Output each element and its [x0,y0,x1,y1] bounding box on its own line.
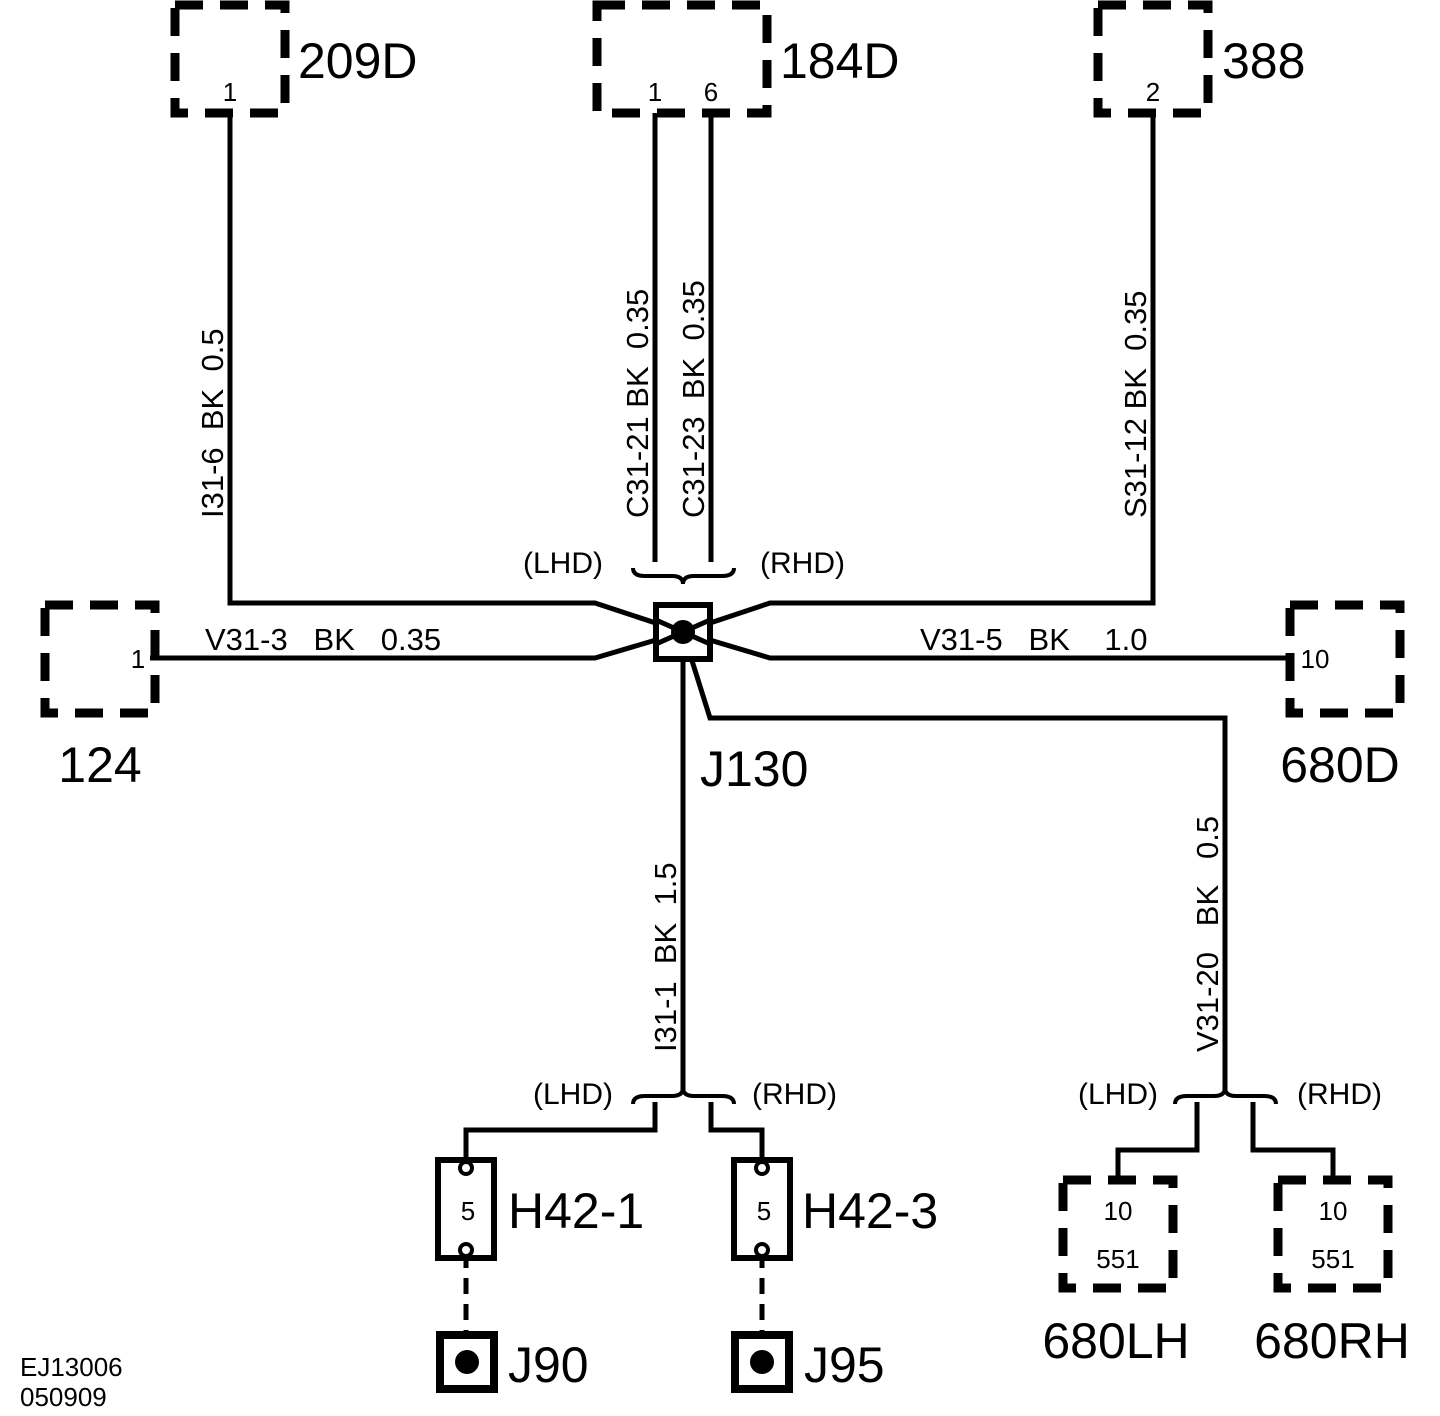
connector-184d: 1 6 184D [592,0,900,118]
label-c31-23: C31-23 BK 0.35 [676,280,711,518]
connector-680d-box [1285,600,1405,718]
wire-labels: I31-6 BK 0.5 C31-21 BK 0.35 C31-23 BK 0.… [195,280,1225,1052]
connector-680d-pin: 10 [1301,644,1330,674]
connector-680lh-pin: 10 [1104,1196,1133,1226]
device-h42-1-terminal-top [458,1160,474,1176]
connector-388-box [1093,0,1213,118]
device-h42-3-body [731,1157,793,1261]
ground-j95: J95 [731,1331,885,1393]
connector-124-box [40,600,160,718]
ground-j90-ref: J90 [508,1337,589,1393]
option-braces [631,567,1278,1105]
connector-184d-box [592,0,772,118]
wire-i31-6 [227,113,684,635]
connector-680lh-sub: 551 [1096,1244,1139,1274]
label-v31-3: V31-3 BK 0.35 [205,622,441,657]
connector-209d-ref: 209D [298,33,418,89]
device-h42-3-terminal-top [754,1160,770,1176]
connector-209d-box [170,0,290,118]
wires [150,113,1336,1335]
connector-184d-pin-1: 1 [648,77,662,107]
connector-124-pin: 1 [131,644,145,674]
label-c31-21: C31-21 BK 0.35 [620,289,655,518]
ground-j95-ref: J95 [804,1337,885,1393]
wire-680rh-feed [1250,1102,1336,1180]
connector-184d-pin-6: 6 [704,77,718,107]
device-h42-3-pin: 5 [757,1196,771,1226]
connector-680rh-pin: 10 [1319,1196,1348,1226]
splice-j130-line-2 [654,617,712,647]
connector-680rh: 10 551 680RH [1254,1175,1410,1369]
option-labels: (LHD) (RHD) (LHD) (RHD) (LHD) (RHD) [523,547,1382,1111]
device-h42-1-terminal-bottom [458,1242,474,1258]
label-s31-12: S31-12 BK 0.35 [1118,291,1153,519]
device-h42-1: 5 H42-1 [435,1157,644,1261]
wire-s31-12 [682,113,1156,635]
label-rhd-top: (RHD) [760,547,845,580]
connector-680lh-box [1058,1175,1178,1293]
connector-680rh-sub: 551 [1311,1244,1354,1274]
label-i31-1: I31-1 BK 1.5 [648,862,683,1052]
wire-h42-1-feed [463,1102,658,1162]
connector-124-ref: 124 [58,737,141,793]
brace-top [631,567,736,585]
brace-bottom-left [631,1087,736,1105]
wire-h42-3-feed [708,1102,765,1162]
ground-j90-dot [455,1350,479,1374]
connector-209d: 1 209D [170,0,418,118]
connector-388: 2 388 [1093,0,1305,118]
connector-680lh-ref: 680LH [1042,1313,1189,1369]
diagram-code: EJ13006 [20,1352,123,1382]
label-lhd-bottom-left: (LHD) [533,1078,613,1111]
splice-j130-ref: J130 [700,741,808,797]
device-h42-3-ref: H42-3 [802,1183,938,1239]
ground-j90: J90 [436,1331,589,1393]
label-rhd-bottom-right: (RHD) [1297,1078,1382,1111]
connector-209d-pin: 1 [223,77,237,107]
connector-680rh-ref: 680RH [1254,1313,1410,1369]
connector-680rh-box [1273,1175,1393,1293]
label-v31-5: V31-5 BK 1.0 [920,622,1147,657]
wire-v31-20 [680,631,1228,1092]
diagram-date: 050909 [20,1382,107,1412]
device-h42-3-terminal-bottom [754,1242,770,1258]
connector-184d-ref: 184D [780,33,900,89]
device-h42-1-pin: 5 [461,1196,475,1226]
brace-bottom-right [1173,1087,1278,1105]
label-lhd-bottom-right: (LHD) [1078,1078,1158,1111]
device-h42-1-ref: H42-1 [508,1183,644,1239]
connector-680d: 10 680D [1280,600,1405,793]
label-rhd-bottom-left: (RHD) [752,1078,837,1111]
wire-680lh-feed [1115,1102,1200,1180]
splice-j130: J130 [653,602,808,797]
ground-j95-dot [750,1350,774,1374]
connector-388-ref: 388 [1222,33,1305,89]
connector-124: 1 124 [40,600,160,793]
device-h42-1-body [435,1157,497,1261]
label-i31-6: I31-6 BK 0.5 [195,328,230,518]
diagram-footer: EJ13006 050909 [20,1352,123,1412]
connector-680lh: 10 551 680LH [1042,1175,1190,1369]
connector-388-pin: 2 [1146,77,1160,107]
device-h42-3: 5 H42-3 [731,1157,938,1261]
label-lhd-top: (LHD) [523,547,603,580]
connector-680d-ref: 680D [1280,737,1400,793]
label-v31-20: V31-20 BK 0.5 [1190,816,1225,1052]
